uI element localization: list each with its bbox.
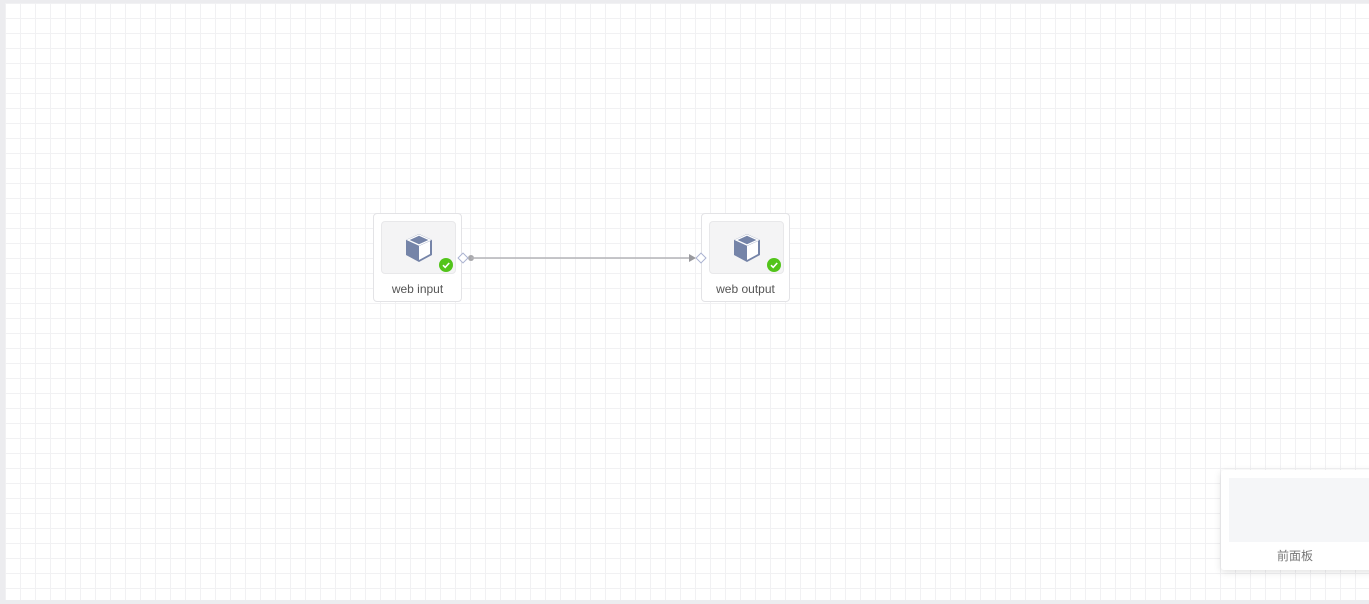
cube-icon: [406, 234, 432, 262]
node-label: web input: [391, 282, 444, 296]
node-web-output[interactable]: web output: [701, 213, 790, 302]
flow-canvas[interactable]: [5, 3, 1369, 600]
front-panel-preview: [1229, 478, 1369, 542]
front-panel-card[interactable]: 前面板: [1221, 470, 1369, 570]
cube-icon: [734, 234, 760, 262]
success-check-icon: [439, 258, 453, 272]
front-panel-title: 前面板: [1276, 549, 1313, 563]
node-web-input[interactable]: web input: [373, 213, 462, 302]
success-check-icon: [767, 258, 781, 272]
edge-arrow-icon: [689, 254, 696, 262]
node-icon-box: [709, 221, 784, 274]
node-icon-box: [381, 221, 456, 274]
node-label: web output: [716, 282, 775, 296]
